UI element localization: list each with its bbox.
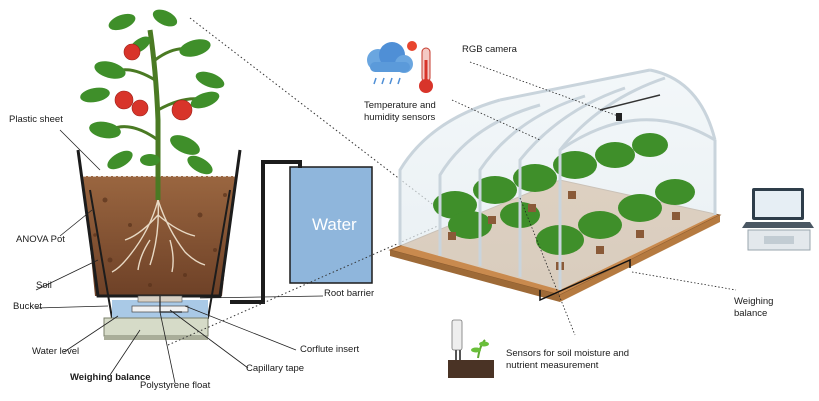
- label-weighing-balance-right-2: balance: [734, 308, 768, 319]
- label-rgb-camera: RGB camera: [462, 44, 517, 55]
- label-temp-humidity-1: Temperature and: [364, 100, 436, 111]
- soil-sensor-icon: [448, 319, 494, 378]
- water-tank-icon: [289, 166, 373, 284]
- label-soil-sensors-2: nutrient measurement: [506, 360, 599, 371]
- label-soil: Soil: [36, 280, 52, 291]
- label-weighing-balance-right-1: Weighing: [734, 296, 774, 307]
- tomato-plant-icon: [80, 9, 225, 200]
- label-capillary-tape: Capillary tape: [246, 363, 305, 374]
- label-polystyrene-float: Polystyrene float: [140, 380, 211, 391]
- pot-system: [76, 9, 373, 340]
- left-leaders: [35, 129, 324, 384]
- label-water-level: Water level: [32, 346, 80, 357]
- thermometer-icon: [419, 47, 433, 93]
- label-soil-sensors-1: Sensors for soil moisture and: [506, 348, 630, 359]
- label-corflute-insert: Corflute insert: [300, 344, 360, 355]
- right-leaders: [451, 61, 737, 336]
- label-water: Water: [312, 215, 357, 234]
- weather-cloud-icon: [367, 41, 417, 85]
- label-anova-pot: ANOVA Pot: [16, 234, 65, 245]
- label-bucket: Bucket: [13, 301, 43, 312]
- label-plastic-sheet: Plastic sheet: [9, 114, 63, 125]
- roots: [111, 199, 206, 273]
- label-temp-humidity-2: humidity sensors: [364, 112, 436, 123]
- label-root-barrier: Root barrier: [324, 288, 375, 299]
- greenhouse-icon: [388, 68, 722, 302]
- laptop-icon: [742, 188, 814, 251]
- dotted-connectors: [167, 17, 441, 346]
- label-weighing-balance-left: Weighing balance: [70, 372, 151, 383]
